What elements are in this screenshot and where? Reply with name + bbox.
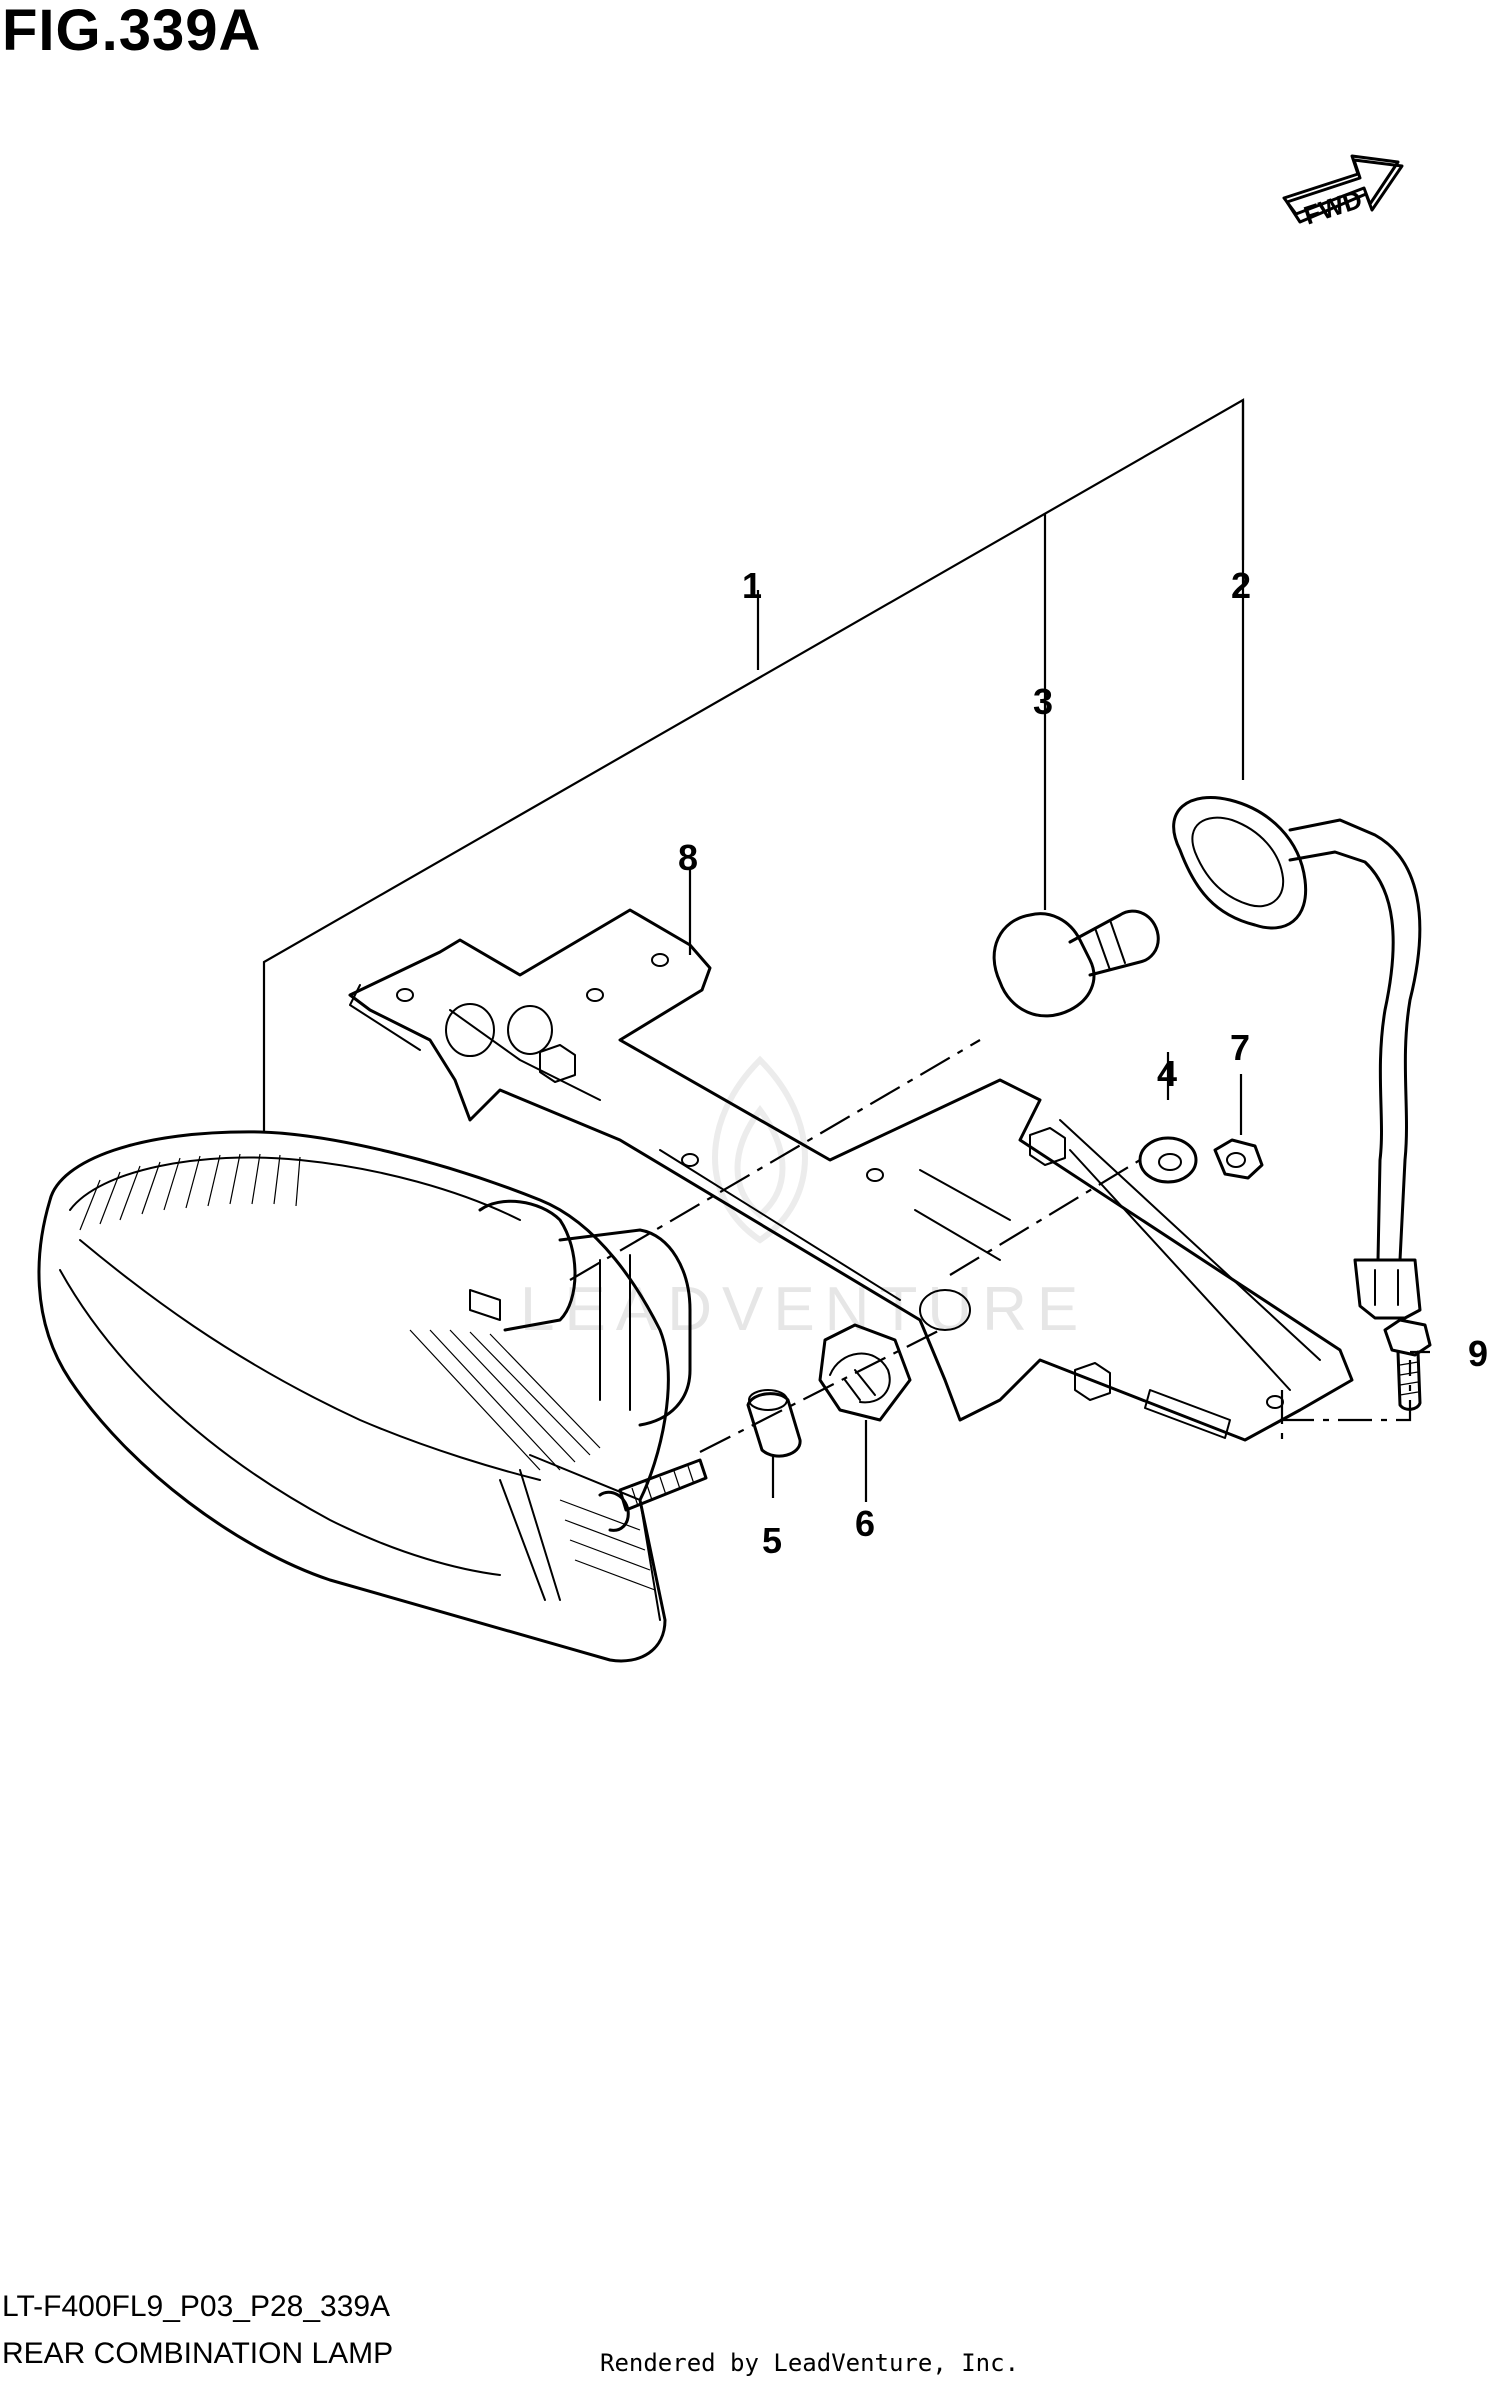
collar bbox=[746, 1389, 802, 1458]
bulb bbox=[992, 909, 1160, 1018]
nut-7 bbox=[1213, 1138, 1264, 1180]
callout-1: 1 bbox=[742, 565, 762, 606]
watermark-logo bbox=[712, 1055, 808, 1244]
assembly-dash-lines bbox=[569, 1039, 1412, 1453]
lamp-bracket bbox=[348, 908, 1354, 1442]
figure-code: LT-F400FL9_P03_P28_339A bbox=[2, 2290, 391, 2323]
assembly-leader-lines bbox=[262, 398, 1430, 1502]
callout-8: 8 bbox=[678, 837, 698, 878]
watermark-text: LEADVENTURE bbox=[520, 1275, 1088, 1344]
callout-7: 7 bbox=[1230, 1027, 1250, 1068]
render-credit: Rendered by LeadVenture, Inc. bbox=[600, 2349, 1020, 2377]
washer bbox=[1138, 1136, 1198, 1184]
figure-name: REAR COMBINATION LAMP bbox=[2, 2337, 394, 2370]
fwd-arrow-icon: FWD bbox=[1282, 154, 1404, 231]
callout-4: 4 bbox=[1157, 1053, 1177, 1094]
callout-5: 5 bbox=[762, 1520, 782, 1561]
rear-lamp-housing bbox=[37, 1130, 708, 1663]
callout-6: 6 bbox=[855, 1503, 875, 1544]
callout-2: 2 bbox=[1231, 565, 1251, 606]
figure-title: FIG.339A bbox=[2, 0, 262, 63]
socket-harness bbox=[1172, 795, 1422, 1320]
nut-6 bbox=[818, 1323, 912, 1422]
bolt bbox=[1383, 1318, 1432, 1411]
callout-3: 3 bbox=[1033, 681, 1053, 722]
callout-9: 9 bbox=[1468, 1333, 1488, 1374]
